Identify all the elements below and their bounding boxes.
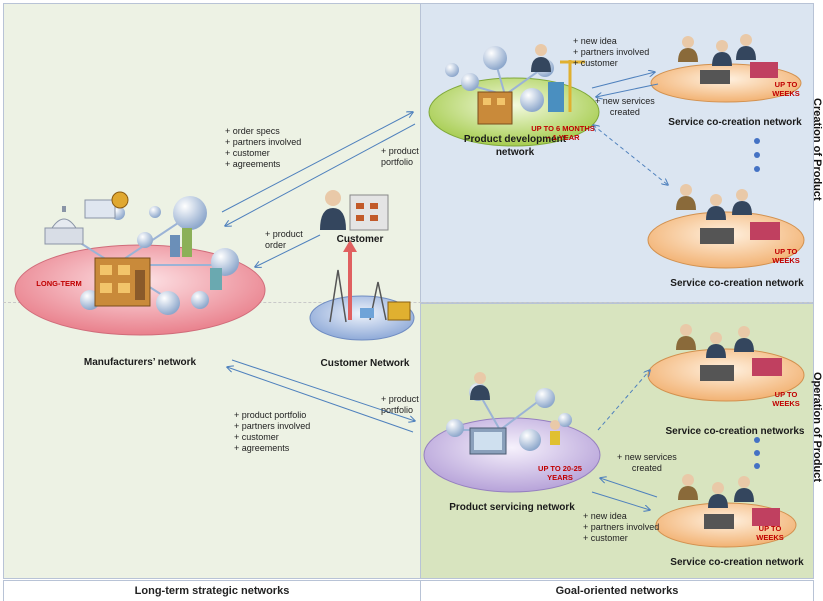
radio-tower-icon <box>329 269 387 323</box>
customer-network-title: Customer Network <box>320 358 410 369</box>
worker-icon <box>550 420 560 445</box>
creation-of-product-label: Creation of Product <box>811 98 823 201</box>
arrow-cocreation-1-to-dev <box>596 83 659 97</box>
network-balls <box>445 46 554 112</box>
arrow-portfolio-to-manufacturers <box>225 123 416 226</box>
service-cocreation-badge-3: UP TO WEEKS <box>772 390 800 408</box>
service-cocreation-badge-2: UP TO WEEKS <box>772 247 800 265</box>
computer-icon <box>469 427 507 455</box>
product-servicing-title: Product servicing network <box>449 502 575 513</box>
arrow-servicing-to-cocreation-3 <box>597 370 650 431</box>
customer-title: Customer <box>336 234 384 245</box>
service-cocreation-node-2 <box>647 184 805 269</box>
service-cocreation-badge-4: UP TO WEEKS <box>756 524 784 542</box>
continuation-dots-bottom <box>754 437 760 469</box>
person-icon <box>470 372 490 400</box>
operation-of-product-label: Operation of Product <box>811 372 823 482</box>
service-cocreation-badge-1: UP TO WEEKS <box>772 80 800 98</box>
new-idea-bottom-label: + new idea+ partners involved + customer <box>583 511 660 543</box>
arrow-cocreation-4-to-servicing <box>600 478 658 498</box>
service-cocreation-node-1 <box>650 34 802 103</box>
product-portfolio-bottom-left-label: + product portfolio+ partners involved +… <box>234 410 311 453</box>
product-development-node <box>428 44 600 147</box>
arrow-dev-to-cocreation-2 <box>593 125 668 185</box>
city-buildings-icon <box>170 228 222 290</box>
product-servicing-node <box>423 372 601 493</box>
factory-icon <box>94 257 151 307</box>
continuation-dots-top <box>754 138 760 172</box>
manufacturers-network-title: Manufacturers’ network <box>83 357 197 368</box>
arrow-product-order <box>255 234 321 267</box>
person-icon <box>531 44 551 72</box>
manufacturers-network-badge: LONG-TERM <box>36 279 82 288</box>
factory-icon <box>477 91 513 125</box>
service-cocreation-title-4: Service co-creation network <box>670 557 804 568</box>
service-cocreation-title-1: Service co-creation network <box>668 117 802 128</box>
customer-node <box>320 190 389 231</box>
service-cocreation-title-2: Service co-creation network <box>670 278 804 289</box>
money-bag-icon <box>84 191 129 219</box>
product-development-title: Product development network <box>463 134 567 158</box>
new-idea-top-label: + new idea+ partners involved + customer <box>573 36 650 68</box>
customer-network-node <box>309 240 415 341</box>
arrow-order-to-development <box>221 112 413 213</box>
product-development-badge: UP TO 6 MONTHS – 1 YEAR <box>531 124 595 142</box>
arrow-manufacturers-to-servicing <box>231 359 415 421</box>
arrow-servicing-to-manufacturers <box>227 367 414 433</box>
goal-oriented-networks-label: Goal-oriented networks <box>420 580 814 601</box>
product-servicing-badge: UP TO 20-25 YEARS <box>538 464 582 482</box>
order-specs-label: + order specs+ partners involved + custo… <box>225 126 302 169</box>
office-building-icon <box>349 194 389 231</box>
crane-icon <box>548 60 585 112</box>
customer-person-icon <box>320 190 346 230</box>
flow-arrows <box>221 72 668 510</box>
capitol-building-icon <box>44 206 84 245</box>
service-cocreation-title-3: Service co-creation networks <box>665 426 805 437</box>
arrow-dev-to-cocreation-1 <box>591 72 655 89</box>
arrow-servicing-to-cocreation-4 <box>591 491 650 510</box>
manufacturers-network-node <box>14 191 266 336</box>
house-icon <box>360 301 411 321</box>
service-cocreation-node-4 <box>655 474 797 548</box>
service-cocreation-node-3 <box>647 324 805 402</box>
long-term-strategic-networks-label: Long-term strategic networks <box>3 580 421 601</box>
